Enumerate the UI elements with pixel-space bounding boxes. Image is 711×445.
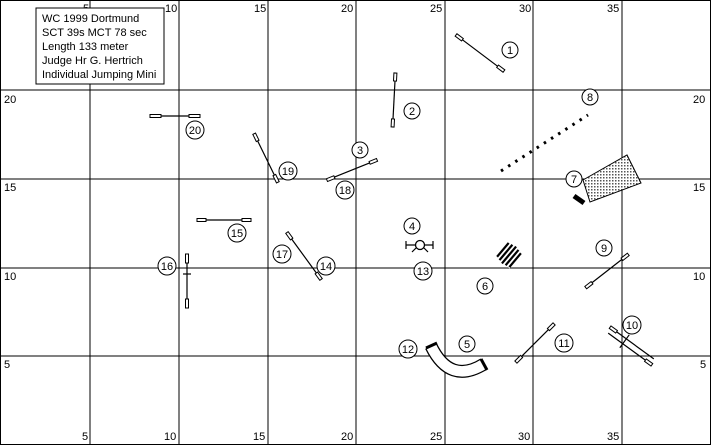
axis-bottom-20: 20: [341, 431, 353, 443]
axis-bottom-25: 25: [430, 431, 442, 443]
obstacle-11-jump: [514, 322, 556, 364]
svg-text:6: 6: [482, 281, 488, 293]
obstacle-14-jump: [285, 230, 323, 282]
info-event: WC 1999 Dortmund: [42, 13, 139, 25]
axis-right-15: 15: [693, 182, 705, 194]
obstacle-16-jump: [183, 253, 191, 309]
svg-text:3: 3: [357, 145, 363, 157]
marker-4: 4: [403, 217, 421, 235]
axis-bottom-10: 10: [164, 431, 176, 443]
marker-14: 14: [316, 256, 336, 276]
axis-left-10: 10: [4, 271, 16, 283]
axis-left-5: 5: [4, 359, 10, 371]
svg-text:20: 20: [189, 125, 201, 137]
marker-7: 7: [565, 170, 583, 188]
obstacle-1-jump: [454, 33, 506, 73]
svg-text:1: 1: [507, 45, 513, 57]
axis-top-20: 20: [341, 3, 353, 15]
obstacle-6-table: [495, 241, 523, 269]
marker-8: 8: [581, 88, 599, 106]
axis-right-labels: 20 15 10 5: [693, 94, 706, 371]
marker-12: 12: [398, 339, 418, 359]
axis-top-35: 35: [607, 3, 619, 15]
marker-17: 17: [272, 244, 292, 264]
svg-text:10: 10: [626, 320, 638, 332]
marker-11: 11: [554, 333, 574, 353]
info-class: Individual Jumping Mini: [42, 69, 156, 81]
marker-2: 2: [403, 102, 421, 120]
marker-10: 10: [622, 315, 642, 335]
obstacle-7-chute: [572, 154, 642, 206]
axis-bottom-labels: 5 10 15 20 25 30 35: [82, 431, 619, 443]
info-judge: Judge Hr G. Hertrich: [42, 55, 143, 67]
marker-13: 13: [413, 261, 433, 281]
svg-text:12: 12: [402, 344, 414, 356]
axis-top-15: 15: [254, 3, 266, 15]
svg-text:4: 4: [409, 221, 415, 233]
svg-text:7: 7: [571, 174, 577, 186]
svg-text:9: 9: [601, 243, 607, 255]
obstacle-5-tunnel: [425, 341, 489, 378]
obstacle-2-jump: [390, 72, 398, 128]
obstacle-4-tire: [405, 239, 434, 253]
svg-text:2: 2: [409, 106, 415, 118]
axis-right-10: 10: [693, 271, 705, 283]
marker-16: 16: [157, 256, 177, 276]
obstacle-10-jump: [607, 325, 655, 367]
marker-9: 9: [595, 239, 613, 257]
axis-right-20: 20: [693, 94, 705, 106]
marker-1: 1: [501, 41, 519, 59]
course-info-box: WC 1999 Dortmund SCT 39s MCT 78 sec Leng…: [35, 7, 165, 85]
axis-bottom-30: 30: [518, 431, 530, 443]
info-length: Length 133 meter: [42, 41, 129, 53]
axis-right-5: 5: [700, 359, 706, 371]
obstacle-20-jump: [149, 114, 201, 118]
svg-text:11: 11: [558, 338, 569, 350]
obstacle-19-jump: [252, 132, 280, 184]
obstacle-8-dogwalk: [500, 113, 589, 173]
obstacle-15-jump: [196, 218, 252, 222]
obstacle-9-jump: [584, 252, 630, 290]
marker-6: 6: [476, 277, 494, 295]
svg-text:14: 14: [320, 261, 332, 273]
marker-18: 18: [335, 180, 355, 200]
axis-left-labels: 20 15 10 5: [4, 94, 16, 371]
axis-top-labels: 5 10 15 20 25 30 35: [83, 3, 619, 15]
svg-text:13: 13: [417, 266, 429, 278]
axis-bottom-35: 35: [607, 431, 619, 443]
obstacles: [149, 33, 655, 378]
marker-5: 5: [458, 335, 476, 353]
obstacle-numbers: 1 2 3 4 5 6 7 8 9 10 11 12 13 14 15 16 1…: [157, 41, 642, 359]
axis-left-20: 20: [4, 94, 16, 106]
obstacle-18-jump: [325, 157, 379, 183]
axis-top-25: 25: [430, 3, 442, 15]
info-times: SCT 39s MCT 78 sec: [42, 27, 147, 39]
marker-15: 15: [227, 223, 247, 243]
axis-bottom-15: 15: [253, 431, 265, 443]
axis-top-30: 30: [519, 3, 531, 15]
marker-19: 19: [278, 161, 298, 181]
axis-bottom-5: 5: [82, 431, 88, 443]
svg-text:19: 19: [282, 166, 294, 178]
svg-text:18: 18: [339, 185, 351, 197]
svg-text:17: 17: [276, 249, 288, 261]
svg-text:8: 8: [587, 92, 593, 104]
marker-3: 3: [351, 141, 369, 159]
marker-20: 20: [185, 120, 205, 140]
axis-left-15: 15: [4, 182, 16, 194]
svg-text:5: 5: [464, 339, 470, 351]
svg-text:16: 16: [161, 261, 173, 273]
svg-text:15: 15: [231, 228, 243, 240]
axis-top-10: 10: [165, 3, 177, 15]
